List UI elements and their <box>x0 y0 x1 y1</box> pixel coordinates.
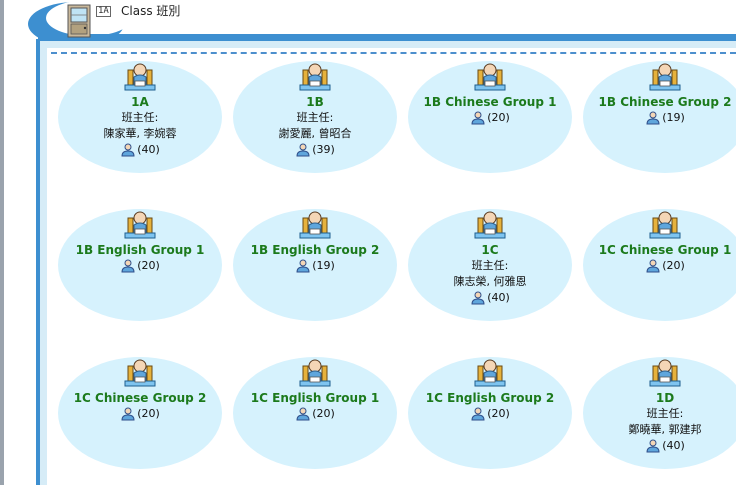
student-count-value: (19) <box>312 259 335 272</box>
class-name: 1C Chinese Group 1 <box>598 243 732 257</box>
student-count: (20) <box>470 406 510 422</box>
class-name: 1C English Group 1 <box>250 391 380 405</box>
class-card-1b-english-group-2[interactable]: 1B English Group 2 (19) <box>233 209 397 321</box>
student-count-value: (40) <box>662 439 685 452</box>
class-card-1b[interactable]: 1B 班主任: 謝愛麗, 曾昭合 (39) <box>233 61 397 173</box>
teacher-label: 班主任: <box>296 111 334 124</box>
people-icon <box>121 259 135 273</box>
class-name: 1B English Group 1 <box>75 243 205 257</box>
class-name: 1B Chinese Group 1 <box>423 95 557 109</box>
student-count: (20) <box>120 258 160 274</box>
student-count: (40) <box>120 142 160 158</box>
class-card-1c-chinese-group-2[interactable]: 1C Chinese Group 2 (20) <box>58 357 222 469</box>
student-count-value: (19) <box>662 111 685 124</box>
class-card-1b-chinese-group-1[interactable]: 1B Chinese Group 1 (20) <box>408 61 572 173</box>
people-icon <box>296 407 310 421</box>
teacher-label: 班主任: <box>121 111 159 124</box>
class-card-1c-english-group-1[interactable]: 1C English Group 1 (20) <box>233 357 397 469</box>
people-icon <box>471 111 485 125</box>
student-count-value: (20) <box>487 407 510 420</box>
class-name: 1B English Group 2 <box>250 243 380 257</box>
student-count: (20) <box>470 110 510 126</box>
people-icon <box>296 259 310 273</box>
class-card-1b-english-group-1[interactable]: 1B English Group 1 (20) <box>58 209 222 321</box>
class-name: 1D <box>655 391 675 405</box>
student-count-value: (20) <box>312 407 335 420</box>
teacher-at-desk-icon <box>299 359 331 387</box>
class-card-1c-english-group-2[interactable]: 1C English Group 2 (20) <box>408 357 572 469</box>
left-border <box>0 0 4 485</box>
people-icon <box>121 407 135 421</box>
class-card-1d[interactable]: 1D 班主任: 鄭曉華, 郭建邦 (40) <box>583 357 736 469</box>
people-icon <box>296 143 310 157</box>
student-count: (39) <box>295 142 335 158</box>
teacher-at-desk-icon <box>474 211 506 239</box>
student-count: (40) <box>470 290 510 306</box>
people-icon <box>646 111 660 125</box>
teacher-at-desk-icon <box>649 63 681 91</box>
teacher-label: 班主任: <box>471 259 509 272</box>
dashed-divider <box>51 52 736 54</box>
class-card-1b-chinese-group-2[interactable]: 1B Chinese Group 2 (19) <box>583 61 736 173</box>
people-icon <box>471 291 485 305</box>
teacher-names: 陳志榮, 何雅恩 <box>453 275 527 288</box>
teacher-names: 陳家華, 李婉蓉 <box>103 127 177 140</box>
page-title: Class 班別 <box>121 4 181 18</box>
teacher-at-desk-icon <box>299 211 331 239</box>
class-card-1a[interactable]: 1A 班主任: 陳家華, 李婉蓉 (40) <box>58 61 222 173</box>
class-name: 1B Chinese Group 2 <box>598 95 732 109</box>
people-icon <box>646 259 660 273</box>
teacher-at-desk-icon <box>474 359 506 387</box>
teacher-names: 鄭曉華, 郭建邦 <box>628 423 702 436</box>
student-count: (20) <box>645 258 685 274</box>
class-name: 1C English Group 2 <box>425 391 555 405</box>
teacher-at-desk-icon <box>124 359 156 387</box>
student-count: (20) <box>295 406 335 422</box>
student-count: (40) <box>645 438 685 454</box>
teacher-at-desk-icon <box>124 211 156 239</box>
teacher-at-desk-icon <box>649 211 681 239</box>
student-count-value: (40) <box>137 143 160 156</box>
people-icon <box>121 143 135 157</box>
student-count-value: (20) <box>662 259 685 272</box>
student-count-value: (20) <box>137 407 160 420</box>
header-class-tag: 1A <box>96 6 111 17</box>
class-name: 1C Chinese Group 2 <box>73 391 207 405</box>
people-icon <box>471 407 485 421</box>
student-count-value: (39) <box>312 143 335 156</box>
teacher-at-desk-icon <box>474 63 506 91</box>
student-count-value: (20) <box>487 111 510 124</box>
teacher-label: 班主任: <box>646 407 684 420</box>
teacher-at-desk-icon <box>649 359 681 387</box>
class-name: 1B <box>306 95 324 109</box>
people-icon <box>646 439 660 453</box>
classroom-door-icon <box>67 4 91 38</box>
class-card-1c[interactable]: 1C 班主任: 陳志榮, 何雅恩 (40) <box>408 209 572 321</box>
class-name: 1A <box>131 95 149 109</box>
teacher-names: 謝愛麗, 曾昭合 <box>278 127 352 140</box>
student-count-value: (20) <box>137 259 160 272</box>
student-count: (19) <box>645 110 685 126</box>
student-count-value: (40) <box>487 291 510 304</box>
student-count: (20) <box>120 406 160 422</box>
class-card-1c-chinese-group-1[interactable]: 1C Chinese Group 1 (20) <box>583 209 736 321</box>
teacher-at-desk-icon <box>124 63 156 91</box>
class-grid: 1A 班主任: 陳家華, 李婉蓉 (40) 1B 班主任: <box>47 48 736 485</box>
teacher-at-desk-icon <box>299 63 331 91</box>
header-bar <box>38 34 736 39</box>
class-name: 1C <box>481 243 499 257</box>
student-count: (19) <box>295 258 335 274</box>
